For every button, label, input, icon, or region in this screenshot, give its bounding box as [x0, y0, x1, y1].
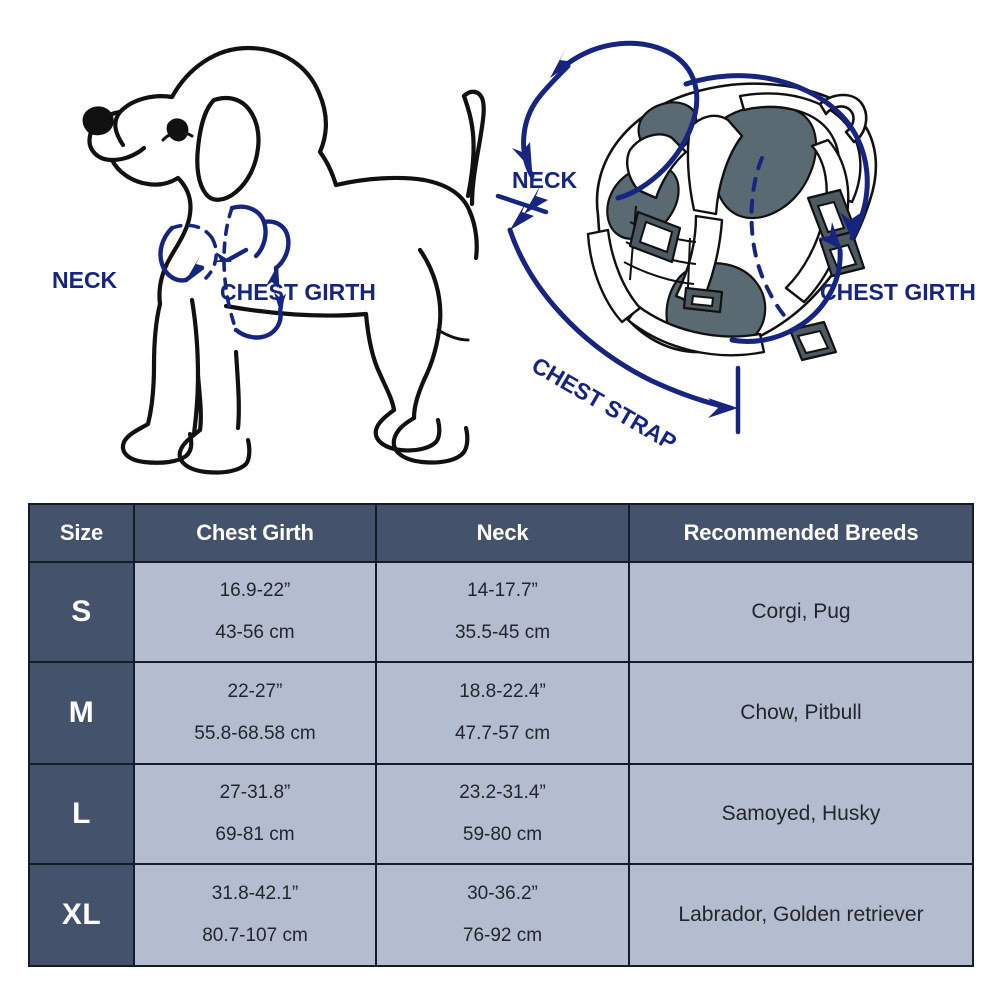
- harness-chest-strap-label: CHEST STRAP: [528, 352, 682, 456]
- dog-chest-girth-label: CHEST GIRTH: [220, 279, 376, 305]
- neck-cm-m: 47.7-57 cm: [454, 723, 551, 744]
- chest-girth-s: 16.9-22” 43-56 cm: [134, 562, 377, 663]
- dog-neck-label: NECK: [52, 267, 118, 293]
- illustration-area: NECK CHEST GIRTH: [0, 0, 1000, 480]
- neck-inches-l: 23.2-31.4”: [459, 782, 546, 804]
- table-row: M 22-27” 55.8-68.58 cm 18.8-22.4” 47.7-5…: [29, 662, 973, 765]
- chest-girth-inches-l: 27-31.8”: [219, 782, 291, 804]
- header-size: Size: [29, 504, 135, 563]
- table-header-row: Size Chest Girth Neck Recommended Breeds: [29, 504, 973, 563]
- harness-illustration: NECK CHEST GIRTH CHEST STRAP: [490, 0, 990, 480]
- breeds-m: Chow, Pitbull: [629, 662, 973, 765]
- dog-side-illustration: NECK CHEST GIRTH: [20, 0, 500, 480]
- chest-girth-inches-xl: 31.8-42.1”: [211, 883, 299, 905]
- neck-cm-xl: 76-92 cm: [462, 925, 543, 946]
- table-row: XL 31.8-42.1” 80.7-107 cm 30-36.2” 76-92…: [29, 864, 973, 966]
- breeds-xl: Labrador, Golden retriever: [629, 864, 973, 966]
- table-row: L 27-31.8” 69-81 cm 23.2-31.4” 59-80 cm …: [29, 764, 973, 865]
- size-label-xl: XL: [29, 864, 135, 966]
- harness-chest-girth-label: CHEST GIRTH: [820, 279, 976, 305]
- chest-girth-cm-l: 69-81 cm: [215, 824, 295, 845]
- neck-inches-m: 18.8-22.4”: [459, 681, 546, 703]
- chest-girth-inches-s: 16.9-22”: [219, 580, 291, 602]
- chest-girth-l: 27-31.8” 69-81 cm: [134, 764, 377, 865]
- chest-girth-m: 22-27” 55.8-68.58 cm: [134, 662, 377, 765]
- neck-s: 14-17.7” 35.5-45 cm: [376, 562, 630, 663]
- neck-inches-s: 14-17.7”: [467, 580, 538, 602]
- table-row: S 16.9-22” 43-56 cm 14-17.7” 35.5-45 cm …: [29, 562, 973, 663]
- neck-inches-xl: 30-36.2”: [467, 883, 538, 905]
- chest-girth-cm-m: 55.8-68.58 cm: [194, 723, 316, 744]
- chest-girth-xl: 31.8-42.1” 80.7-107 cm: [134, 864, 377, 966]
- size-label-l: L: [29, 764, 135, 865]
- neck-m: 18.8-22.4” 47.7-57 cm: [376, 662, 630, 765]
- neck-xl: 30-36.2” 76-92 cm: [376, 864, 630, 966]
- header-chest-girth: Chest Girth: [134, 504, 377, 563]
- breeds-s: Corgi, Pug: [629, 562, 973, 663]
- chest-girth-inches-m: 22-27”: [227, 681, 283, 703]
- neck-l: 23.2-31.4” 59-80 cm: [376, 764, 630, 865]
- neck-cm-l: 59-80 cm: [462, 824, 543, 845]
- chest-girth-cm-s: 43-56 cm: [215, 622, 295, 643]
- header-recommended-breeds: Recommended Breeds: [629, 504, 973, 563]
- size-chart-table: Size Chest Girth Neck Recommended Breeds…: [28, 503, 974, 967]
- neck-cm-s: 35.5-45 cm: [454, 622, 551, 643]
- header-neck: Neck: [376, 504, 630, 563]
- size-label-s: S: [29, 562, 135, 663]
- harness-neck-label: NECK: [512, 167, 578, 193]
- chest-girth-cm-xl: 80.7-107 cm: [202, 925, 308, 946]
- breeds-l: Samoyed, Husky: [629, 764, 973, 865]
- size-label-m: M: [29, 662, 135, 765]
